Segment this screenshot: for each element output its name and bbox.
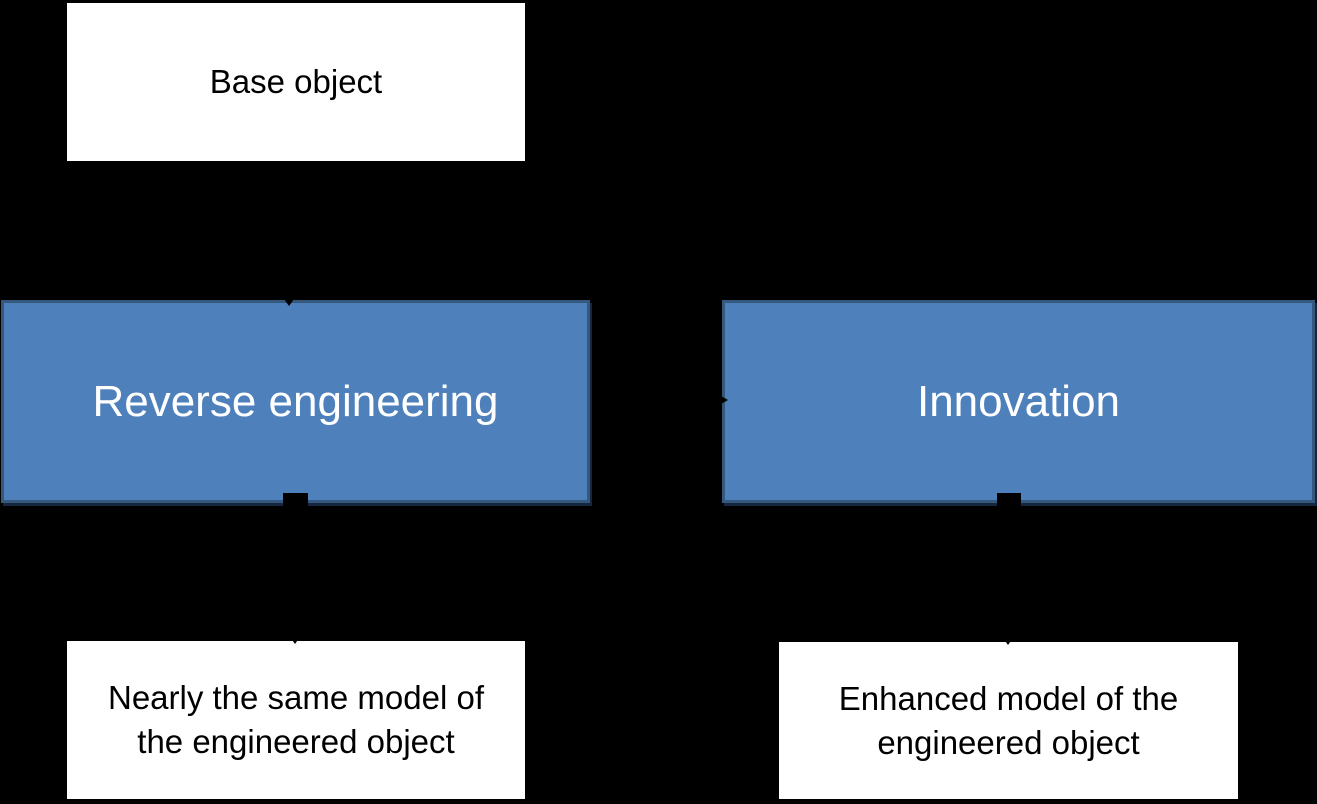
enhanced-model-box: Enhanced model of the engineered object bbox=[779, 642, 1238, 799]
enhanced-model-line2: engineered object bbox=[877, 723, 1140, 761]
connector-tail-notch bbox=[283, 493, 308, 506]
connector-reverse-to-innovation bbox=[592, 398, 714, 401]
arrowhead-down-icon bbox=[288, 634, 302, 644]
reverse-engineering-box: Reverse engineering bbox=[1, 300, 590, 503]
innovation-label: Innovation bbox=[916, 376, 1121, 426]
nearly-same-model-line1: Nearly the same model of bbox=[107, 679, 484, 716]
reverse-engineering-label: Reverse engineering bbox=[92, 376, 499, 426]
enhanced-model-line1: Enhanced model of the bbox=[838, 679, 1179, 717]
arrowhead-down-icon bbox=[1001, 635, 1015, 645]
connector-base-to-reverse bbox=[289, 161, 292, 301]
base-object-box: Base object bbox=[67, 3, 525, 161]
arrowhead-down-icon bbox=[281, 295, 297, 306]
connector-reverse-to-nearly bbox=[292, 503, 295, 641]
nearly-same-model-line2: the engineered object bbox=[137, 723, 455, 760]
nearly-same-model-box: Nearly the same model of the engineered … bbox=[67, 641, 525, 799]
connector-tail-notch bbox=[997, 493, 1021, 506]
arrowhead-right-icon bbox=[714, 392, 728, 408]
base-object-label: Base object bbox=[209, 63, 383, 100]
connector-innovation-to-enhanced bbox=[1006, 503, 1009, 642]
innovation-box: Innovation bbox=[722, 300, 1315, 503]
